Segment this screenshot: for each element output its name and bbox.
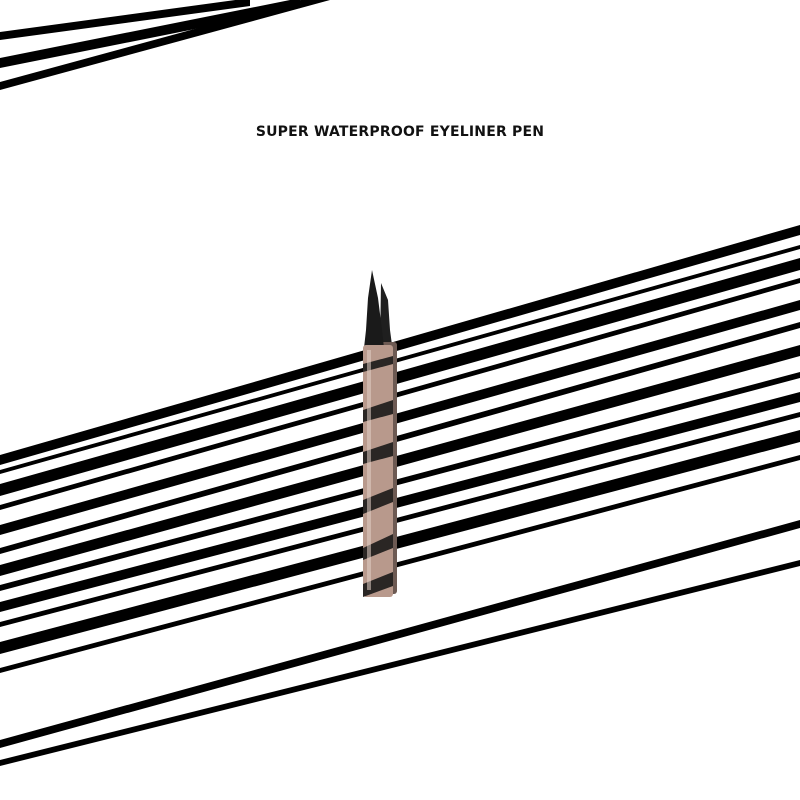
product-headline: SUPER WATERPROOF EYELINER PEN (255, 124, 545, 140)
eyeliner-pen-icon (363, 270, 397, 597)
middle-stripes (0, 225, 800, 673)
bottom-stripes (0, 520, 800, 766)
top-stripes (0, 0, 330, 90)
